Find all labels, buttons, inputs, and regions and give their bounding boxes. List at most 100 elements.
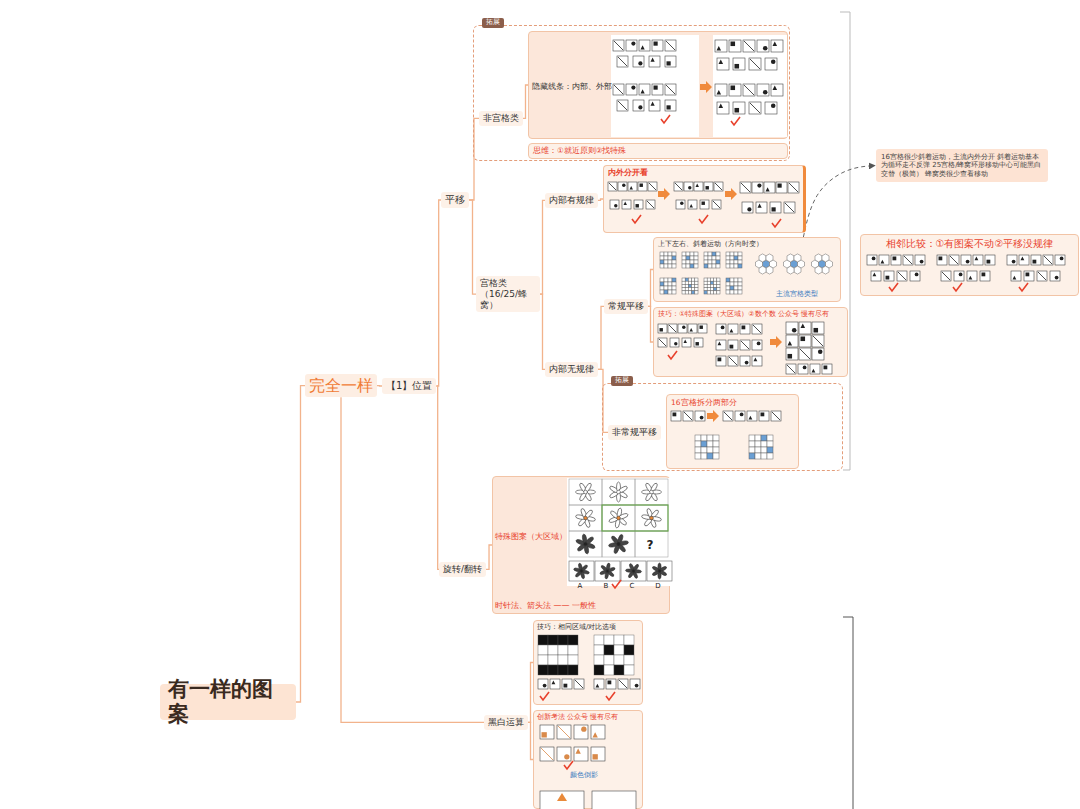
thumb-mark (575, 680, 583, 688)
thumb-cell (1055, 255, 1065, 265)
extension-box: 非宫格类隐藏线条：内部、外部思维：①就近原则②找特殊拓展 (473, 25, 790, 161)
thumb-cell (652, 84, 663, 95)
thumb-mark (614, 85, 623, 94)
flower-petal (580, 564, 588, 572)
thumb-cell (799, 348, 811, 360)
grid-cell (685, 281, 688, 284)
grid-cell (664, 252, 668, 256)
thumb-mark (1013, 276, 1017, 280)
white-ground (567, 478, 670, 586)
check-mark (632, 215, 641, 223)
thumb-cell (742, 202, 753, 213)
sub-text: 时针法、箭头法 —— 一般性 (495, 601, 596, 611)
grid-cell (738, 264, 742, 268)
grid-cell (713, 447, 719, 453)
thumb-mark (543, 684, 547, 688)
thumb-mark (718, 358, 722, 362)
thumb-cell (626, 84, 637, 95)
grid-cell (712, 260, 716, 264)
grid-cell (672, 290, 676, 294)
thumb-cell (715, 84, 727, 96)
grid-cell (682, 291, 685, 294)
grid-cell (664, 264, 668, 268)
grid-cell (686, 260, 690, 264)
branch-line (296, 386, 305, 702)
thumb-cell (891, 255, 901, 265)
grid-cell (672, 264, 676, 268)
grid-cell (692, 281, 695, 284)
thumb-mark (636, 204, 639, 207)
example-illustration (534, 621, 644, 706)
thumb-mark (622, 184, 625, 187)
thumb-cell (743, 40, 755, 52)
thumb-cell (729, 84, 741, 96)
thumb-cell (658, 338, 667, 347)
bw-cell (594, 655, 604, 665)
grid-cell (695, 291, 698, 294)
flower-center (649, 516, 654, 521)
thumb-cell (694, 338, 703, 347)
grid-cell (685, 291, 688, 294)
thumb-mark (552, 681, 556, 685)
thumb-mark (750, 103, 760, 113)
thumb-mark (757, 342, 761, 346)
thumb-cell (985, 255, 995, 265)
grid-cell (690, 264, 694, 268)
grid-cell (688, 281, 691, 284)
node-text: 常规平移 (608, 301, 644, 312)
flower-center (658, 570, 661, 573)
node-text: 黑白运算 (488, 717, 524, 728)
orange-arrow (658, 188, 670, 200)
thumb-mark (700, 326, 703, 329)
thumb-cell (799, 335, 811, 347)
thumb-mark (987, 260, 991, 264)
thumb-cell (715, 40, 727, 52)
node-text: 非宫格类 (483, 113, 519, 124)
grid-cell (707, 291, 710, 294)
grid-cell (716, 252, 720, 256)
thumb-cell (728, 324, 738, 334)
thumb-cell (628, 182, 637, 191)
hex-cell (815, 254, 822, 262)
branch-line (598, 369, 608, 432)
bw-cell (568, 655, 578, 665)
flower-center (605, 569, 609, 573)
thumb-mark (787, 365, 795, 373)
thumb-mark (609, 183, 616, 190)
grid-cell (664, 282, 668, 286)
thumb-cell (967, 271, 977, 281)
thumb-cell (733, 58, 745, 70)
flower-figure (605, 504, 633, 532)
thumb-mark (757, 184, 761, 188)
thumb-cell (700, 200, 709, 209)
branch-line (540, 200, 545, 294)
thumb-cell (674, 182, 683, 191)
thumb-mark (649, 183, 656, 190)
thumb-cell (649, 56, 660, 67)
extension-box: 非常规平移16宫格拆分两部分拓展 (602, 383, 843, 471)
thumb-cell (757, 84, 769, 96)
flower-center (616, 515, 621, 520)
node-text: 技巧：①特殊图案（大区域）②数个数 公众号 慢有尽有 (658, 310, 829, 318)
grid-cell (726, 290, 730, 294)
grid-cell (672, 286, 676, 290)
grid-cell (692, 278, 695, 281)
thumb-cell (765, 58, 777, 70)
bw-cell (604, 655, 614, 665)
flower-figure (639, 505, 664, 530)
thumb-mark (640, 184, 643, 187)
grid-cell (704, 264, 708, 268)
flower-center (580, 569, 584, 573)
thumb-cell (867, 255, 877, 265)
thumb-mark (596, 684, 600, 688)
thumb-cell (682, 338, 691, 347)
thumb-cell (771, 84, 783, 96)
check-mark (1019, 283, 1028, 291)
node-text: 有一样的图案 (168, 677, 288, 727)
thumb-mark (741, 341, 749, 349)
thumb-mark (730, 345, 734, 349)
thumb-mark (660, 328, 663, 331)
grid-cell (761, 447, 767, 453)
thumb-mark (564, 754, 569, 759)
node-text: 【1】位置 (386, 380, 432, 392)
